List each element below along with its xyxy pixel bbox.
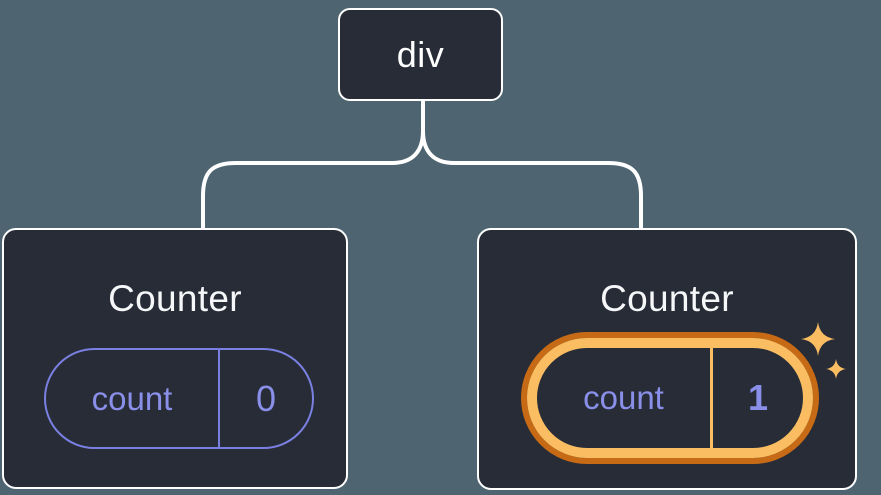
state-pill-gold-ring: count 1 [527, 338, 813, 458]
counter-title: Counter [600, 278, 734, 319]
root-node-div: div [338, 8, 503, 101]
state-pill-highlighted: count 1 [521, 332, 819, 464]
state-key-label: count [46, 350, 220, 447]
counter-card-right: Counter count 1 [477, 228, 857, 490]
sparkle-large [801, 322, 835, 356]
counter-card-left: Counter count 0 [2, 228, 348, 489]
connector-right-branch [421, 129, 643, 231]
sparkle-small [826, 359, 846, 379]
state-value: 0 [255, 377, 277, 419]
counter-title: Counter [108, 278, 242, 319]
root-node-label: div [396, 33, 445, 75]
state-value: 1 [747, 377, 769, 418]
state-key-label: count [537, 348, 713, 448]
connector-left-branch [201, 129, 425, 231]
sparkles-icon [801, 322, 846, 379]
state-pill: count 0 [44, 348, 314, 449]
